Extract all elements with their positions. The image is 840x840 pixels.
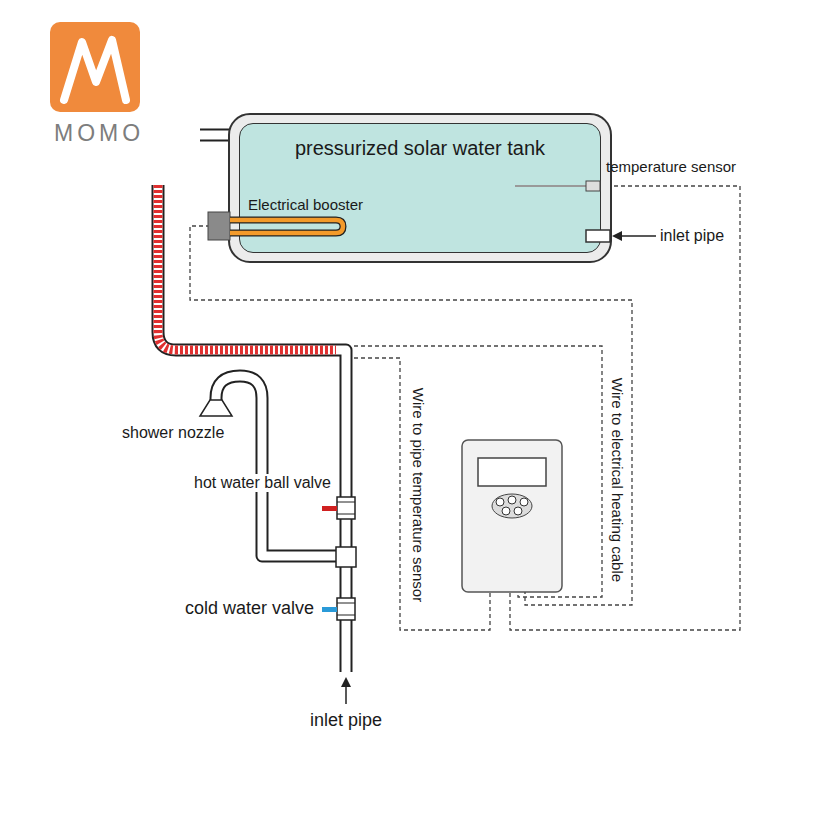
pipe-fill: [216, 376, 340, 556]
valve-nut: [337, 615, 355, 616]
cold-valve-handle: [322, 607, 337, 612]
controller-display: [478, 458, 546, 486]
booster-wire: [190, 226, 632, 605]
controller-keypad: [492, 494, 532, 518]
pipe-outline: [216, 376, 340, 556]
heating-cable-wire: [354, 346, 602, 597]
brand-name: MOMO: [54, 120, 144, 146]
hot-valve-body: [337, 497, 355, 519]
part-label: shower nozzle: [122, 424, 224, 442]
valve-nut: [337, 603, 355, 604]
part-label: temperature sensor: [606, 158, 736, 175]
part-label: inlet pipe: [310, 710, 382, 731]
valve-nut: [337, 514, 355, 515]
controller-button: [502, 507, 510, 515]
booster-head: [208, 212, 230, 240]
pipe-sensor-wire: [354, 358, 490, 630]
part-label: inlet pipe: [660, 227, 724, 245]
part-label: Electrical booster: [248, 196, 363, 213]
sensor-probe: [515, 185, 586, 187]
controller-button: [514, 507, 522, 515]
tee-fitting: [336, 547, 356, 567]
inlet-arrowhead: [612, 231, 622, 241]
logo-square: [50, 22, 140, 112]
tank-title: pressurized solar water tank: [250, 137, 590, 160]
valve-nut: [337, 502, 355, 503]
part-label: cold water valve: [183, 598, 316, 619]
cold-valve-body: [337, 598, 355, 620]
controller-housing: [462, 440, 562, 592]
wire-label: Wire to pipe temperature sensor: [409, 388, 426, 602]
inlet-arrow: [620, 235, 656, 237]
logo-mark: [64, 40, 126, 100]
wire-label: Wire to electrical heating cable: [608, 378, 625, 582]
shower-head: [200, 400, 232, 416]
inlet-stub: [586, 230, 610, 242]
part-label: hot water ball valve: [192, 474, 333, 492]
hot-valve-handle: [322, 506, 337, 511]
controller-button: [520, 498, 528, 506]
sensor-head: [586, 181, 600, 191]
tank-box: pressurized solar water tank: [228, 113, 612, 263]
controller-button: [496, 498, 504, 506]
inlet-arrowhead: [341, 677, 351, 687]
controller-button: [508, 496, 516, 504]
